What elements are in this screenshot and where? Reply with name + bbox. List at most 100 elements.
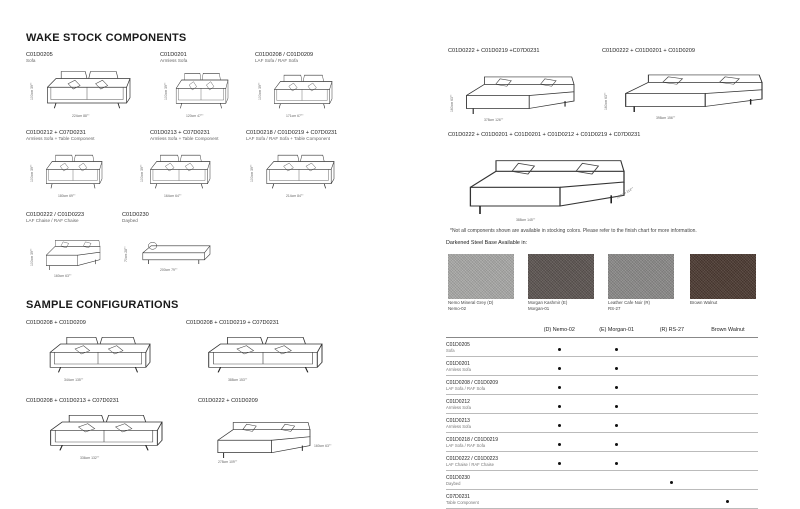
- stock-item: C01D0218 / C01D0219 + C07D0231 LAF Sofa …: [246, 130, 337, 141]
- dimension-depth: 100cm 39"": [30, 248, 34, 266]
- product-desc: Table Component: [446, 499, 479, 505]
- sample-configurations-title: SAMPLE CONFIGURATIONS: [26, 299, 179, 311]
- product-code: C01D0230: [446, 474, 470, 481]
- stock-item: C01D0201 Armless Sofa: [160, 52, 187, 63]
- stock-item-code: C01D0218 / C01D0219 + C07D0231: [246, 130, 338, 136]
- product-code: C01D0205: [446, 341, 470, 348]
- dimension-width: 160cm 63"": [54, 274, 72, 278]
- product-code: C01D0218 / C01D0219: [446, 436, 498, 443]
- table-cell-availability: [697, 394, 758, 414]
- product-code: C07D0231: [446, 493, 470, 500]
- table-cell-availability: [531, 489, 588, 509]
- table-header: (D) Nemo-02: [543, 327, 575, 333]
- finish-swatch: [608, 254, 674, 299]
- dimension-depth: 70cm 28"": [124, 246, 128, 262]
- sample-config-drawing: [217, 421, 311, 459]
- available-dot-icon: [557, 367, 561, 370]
- armless-sofa-table-drawing: [150, 154, 211, 189]
- table-cell-availability: [697, 451, 758, 471]
- stock-item: C01D0213 + C07D0231 Armless Sofa + Table…: [150, 130, 218, 141]
- stock-item-desc: LAF Sofa / RAF Sofa: [255, 58, 298, 63]
- laf-sofa-drawing: [274, 74, 333, 109]
- sample-config-code: C01D0222 + C01D0209: [198, 398, 258, 404]
- dimension-depth: 100cm 39"": [250, 164, 254, 182]
- dimension-width: 398cm 156"": [656, 116, 676, 120]
- product-desc: LAF Sofa / RAF Sofa: [446, 385, 486, 391]
- dimension-width: 214cm 84"": [286, 194, 304, 198]
- stock-item: C01D0208 / C01D0209 LAF Sofa / RAF Sofa: [255, 52, 313, 63]
- dimension-depth: 100cm 39"": [258, 82, 262, 100]
- table-cell-availability: [645, 375, 698, 395]
- product-code: C01D0212: [446, 398, 470, 405]
- available-dot-icon: [557, 348, 561, 351]
- table-cell-availability: [645, 432, 698, 452]
- table-cell-availability: [697, 356, 758, 376]
- dimension-width: 378cm 126"": [484, 118, 504, 122]
- stock-components-title: WAKE STOCK COMPONENTS: [26, 32, 187, 44]
- available-dot-icon: [615, 405, 619, 408]
- table-cell-availability: [587, 413, 646, 433]
- stock-item-desc: Armless Sofa: [160, 58, 188, 63]
- available-dot-icon: [557, 405, 561, 408]
- sample-config-code: C01D0208 + C01D0209: [26, 320, 86, 326]
- table-cell-availability: [697, 489, 758, 509]
- available-dot-icon: [557, 462, 561, 465]
- table-cell-availability: [587, 489, 646, 509]
- finish-swatch-label: Leather Cafe Noir (R)RS-27: [608, 300, 650, 311]
- config-code: C01D0222 + C01D0219 +C07D0231: [448, 48, 540, 54]
- available-dot-icon: [615, 443, 619, 446]
- stock-item-code: C01D0205: [26, 52, 53, 58]
- product-code: C01D0201: [446, 360, 470, 367]
- table-cell-availability: [587, 432, 646, 452]
- stock-item-desc: LAF Sofa / RAF Sofa + Table Component: [246, 136, 331, 141]
- finish-swatch: [528, 254, 594, 299]
- table-cell-availability: [531, 394, 588, 414]
- finish-swatch-label: Nemo Mineral Grey (D)Nemo-02: [448, 300, 494, 311]
- product-desc: Armless Sofa: [446, 404, 471, 410]
- table-cell-availability: [645, 413, 698, 433]
- table-cell-availability: [697, 337, 758, 357]
- dimension-depth: 160cm 63"": [450, 94, 454, 112]
- table-header: [446, 323, 531, 338]
- stock-item-code: C01D0222 / C01D0223: [26, 212, 85, 218]
- stock-item-code: C01D0208 / C01D0209: [255, 52, 314, 58]
- stock-item-code: C01D0213 + C07D0231: [150, 130, 210, 136]
- finish-swatch-label: Brown Walnut: [690, 300, 718, 305]
- available-dot-icon: [557, 443, 561, 446]
- stock-item-desc: Daybed: [122, 218, 138, 223]
- product-desc: Armless Sofa: [446, 366, 471, 372]
- product-desc: Armless Sofa: [446, 423, 471, 429]
- base-title: Darkened Steel Base Available in:: [446, 240, 528, 246]
- armless-sofa-drawing: [175, 72, 229, 109]
- stock-item-code: C01D0201: [160, 52, 187, 58]
- stock-item-desc: Armless Sofa + Table Component: [150, 136, 219, 141]
- sample-config-code: C01D0208 + C01D0213 + C07D0231: [26, 398, 119, 404]
- config-drawing: [465, 76, 575, 115]
- table-cell-availability: [645, 489, 698, 509]
- dimension-depth: 100cm 39"": [164, 82, 168, 100]
- sample-config-drawing: [50, 414, 163, 451]
- dimension-width: 336cm 132"": [80, 456, 100, 460]
- dimension-depth: 100cm 39"": [30, 164, 34, 182]
- daybed-drawing: [142, 241, 211, 265]
- dimension-width: 388cm 153"": [228, 378, 248, 382]
- stock-item: C01D0205 Sofa: [26, 52, 53, 63]
- dimension-width: 224cm 88"": [72, 114, 90, 118]
- table-cell-availability: [645, 451, 698, 471]
- dimension-depth: 100cm 39"": [30, 82, 34, 100]
- available-dot-icon: [615, 462, 619, 465]
- product-desc: Sofa: [446, 347, 455, 353]
- laf-sofa-table-drawing: [266, 154, 335, 189]
- table-cell-availability: [531, 337, 588, 357]
- stock-item-code: C01D0212 + C07D0231: [26, 130, 86, 136]
